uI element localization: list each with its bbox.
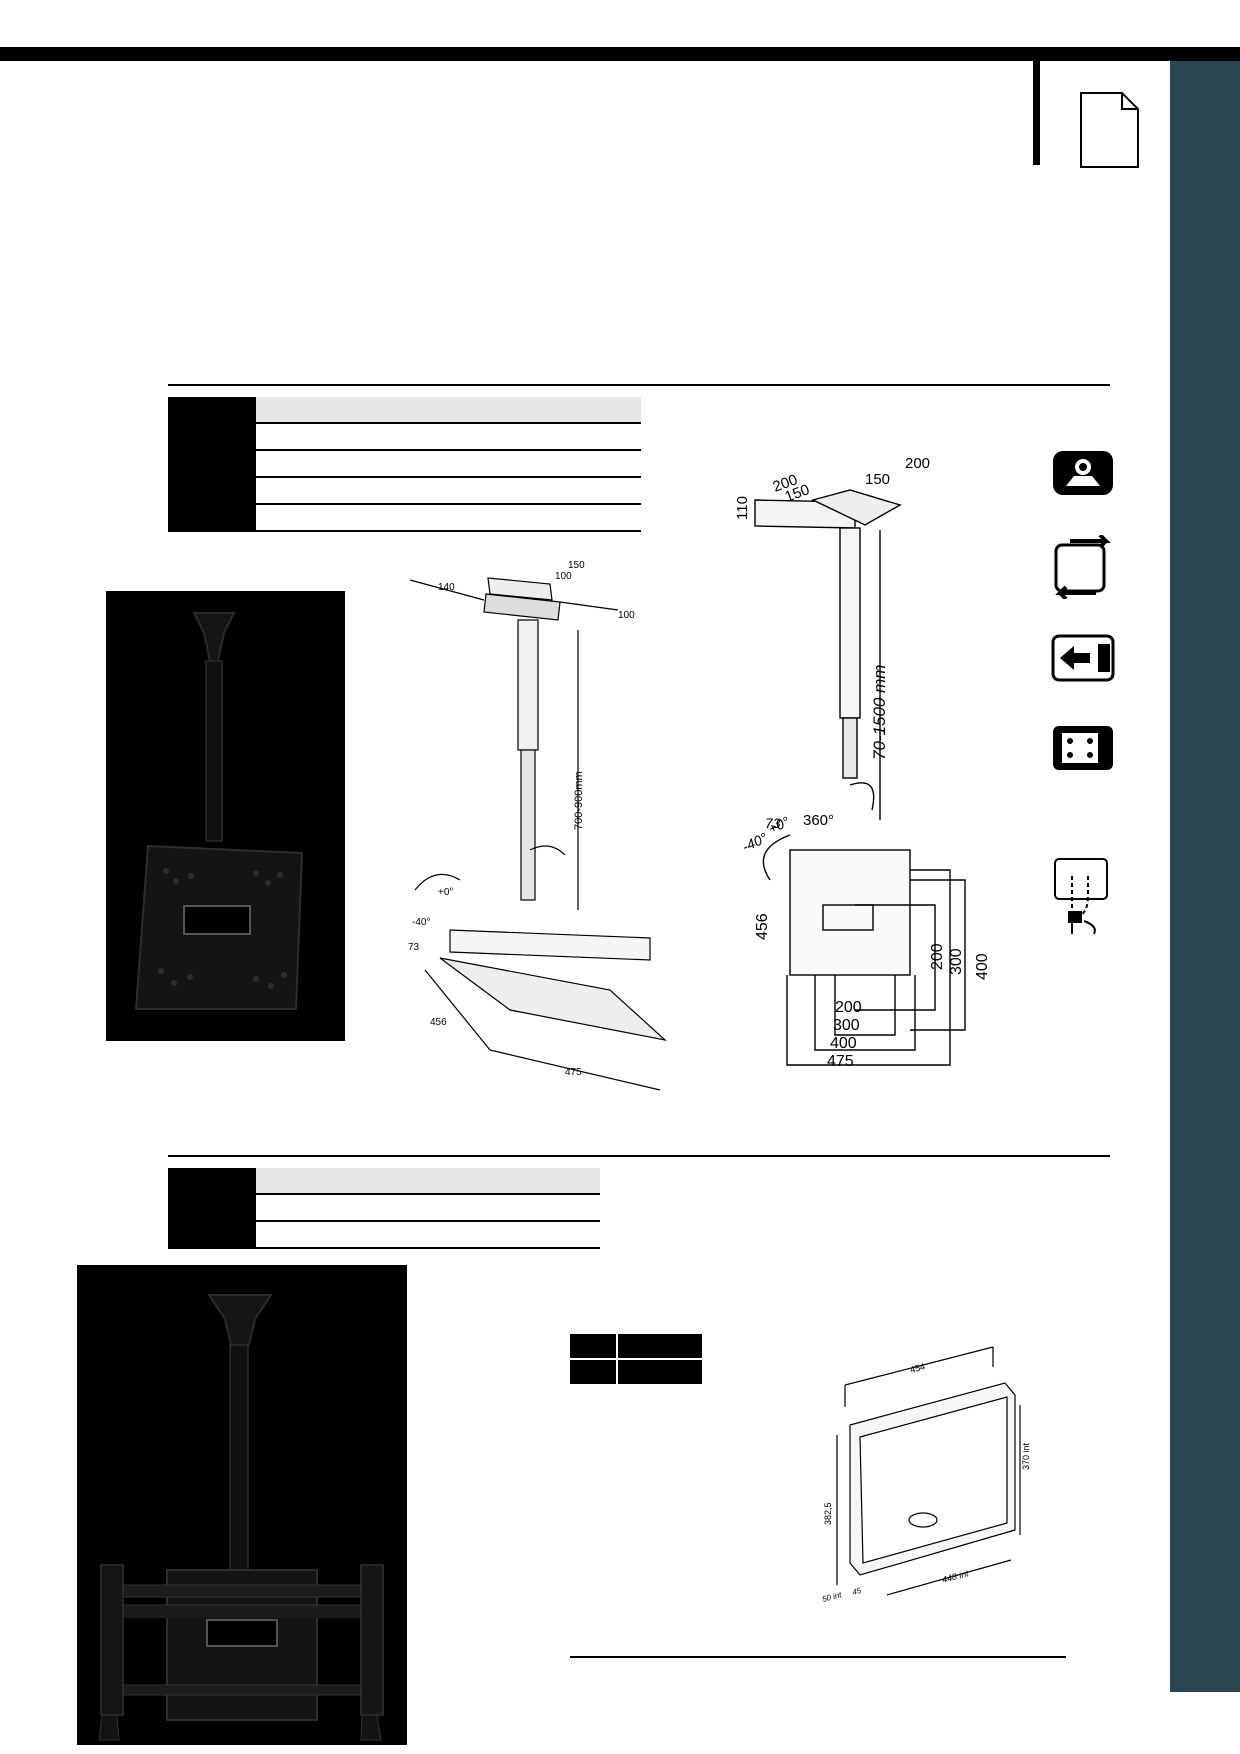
product-photo-2 (77, 1265, 407, 1745)
dim-label: 456 (754, 913, 771, 940)
dim-label: 100 (618, 610, 635, 621)
projector-icon (1053, 451, 1113, 495)
top-rule (0, 47, 1240, 61)
dim-label: 45 (851, 1586, 862, 1597)
spec-row (168, 1168, 600, 1195)
dim-label: -40° (412, 917, 430, 928)
bottom-rule (570, 1656, 1066, 1658)
dim-label: 448 int (941, 1568, 970, 1585)
dim-label: 50 int (821, 1590, 843, 1604)
dim-label: 400 (974, 953, 991, 980)
rotate-icon (1054, 535, 1111, 599)
dim-label: 454 (909, 1361, 926, 1375)
dim-label: 300 (948, 948, 965, 975)
vesa-plate-icon (1053, 726, 1113, 770)
dim-label: 100 (555, 571, 572, 582)
dim-label: 73 (765, 815, 781, 831)
spec-row (168, 477, 641, 505)
dim-label: +0° (438, 887, 453, 898)
cable-management-icon (1054, 858, 1108, 935)
dim-label: 200 (905, 455, 930, 472)
dim-label: 150 (865, 471, 890, 488)
spec-row (168, 1221, 600, 1249)
spec-row (168, 397, 641, 424)
dim-label: 140 (438, 582, 455, 593)
technical-drawing-3: 454 370 int 382,5 448 int 50 int 45 (821, 1346, 1031, 1604)
dim-label: -40° (740, 829, 771, 855)
product-photo-1 (106, 591, 345, 1041)
technical-drawing-1: 150 100 140 100 700-900mm +0° -40° 73 45… (408, 560, 667, 1091)
spec-row (168, 423, 641, 451)
dim-label: 200 (835, 999, 862, 1016)
dim-label: 150 (568, 560, 585, 571)
dim-label: 700-900mm (573, 771, 585, 830)
dim-label: 475 (827, 1053, 854, 1070)
dim-label: 110 (735, 496, 751, 520)
mini-table (570, 1334, 702, 1386)
dim-label: 360° (803, 812, 834, 829)
spec-row (168, 504, 641, 532)
dim-label: 400 (830, 1035, 857, 1052)
header-bar (1033, 61, 1040, 165)
dim-label: 73 (408, 942, 420, 953)
dim-label: 70-1500 mm (870, 665, 889, 760)
dim-label: 200 (929, 943, 946, 970)
section-1-rule (168, 384, 1110, 386)
mini-table-row (570, 1359, 702, 1386)
side-band (1170, 61, 1240, 1692)
mini-table-row (570, 1334, 702, 1360)
section-2-rule (168, 1155, 1110, 1157)
dim-label: 300 (833, 1017, 860, 1034)
spec-table-1 (168, 397, 641, 532)
dim-label: 382,5 (823, 1502, 833, 1525)
tilt-arrow-icon (1051, 634, 1115, 682)
spec-row (168, 450, 641, 478)
dim-label: 456 (430, 1017, 447, 1028)
dim-label: 370 int (1021, 1442, 1031, 1470)
technical-drawing-2: 200 150 200 150 110 70-1500 mm 360° +0° … (735, 455, 991, 1070)
spec-row (168, 1194, 600, 1222)
page-icon (1080, 92, 1139, 168)
spec-table-2 (168, 1168, 600, 1249)
dim-label: 475 (565, 1067, 582, 1078)
